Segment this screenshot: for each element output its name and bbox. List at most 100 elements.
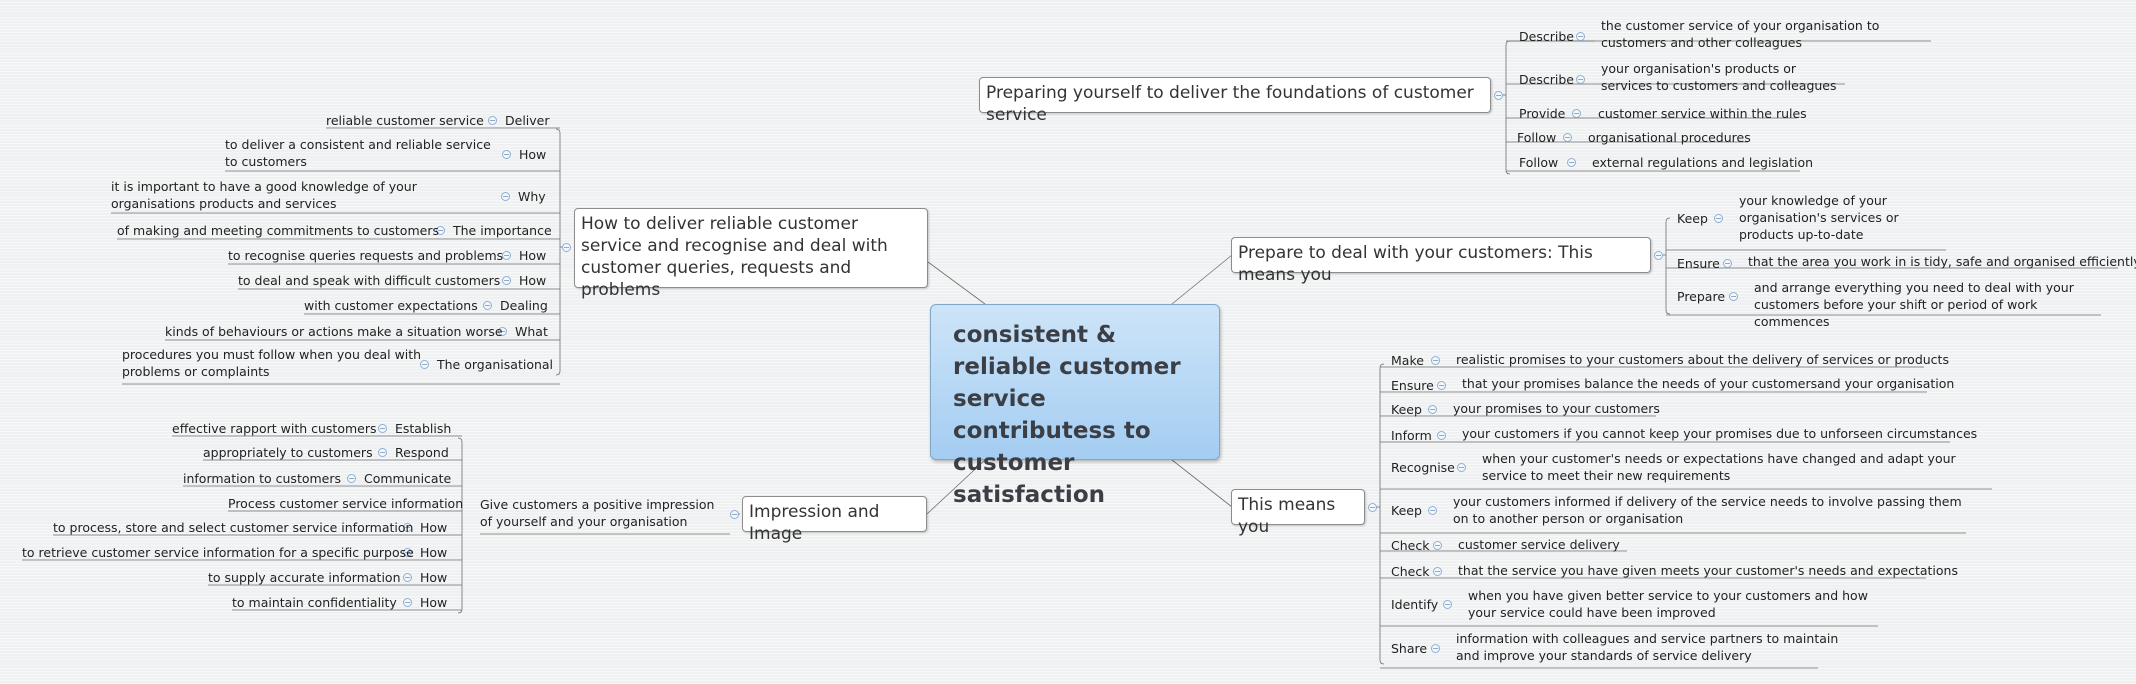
branch-label: Prepare <box>1677 289 1726 304</box>
collapse-toggle-icon[interactable]: − <box>1437 431 1446 440</box>
branch-detail: kinds of behaviours or actions make a si… <box>165 324 503 339</box>
collapse-toggle-icon[interactable]: − <box>730 510 739 519</box>
branch-detail: organisational procedures <box>1588 130 1751 145</box>
branch-detail: that the area you work in is tidy, safe … <box>1748 254 2136 269</box>
branch-detail: with customer expectations <box>304 298 478 313</box>
topic-prepare-to-deal-title: Prepare to deal with your customers: Thi… <box>1238 243 1593 285</box>
branch-label: The importance <box>453 223 552 238</box>
topic-preparing-yourself-title: Preparing yourself to deliver the founda… <box>986 83 1474 125</box>
collapse-toggle-icon[interactable]: − <box>502 251 511 260</box>
branch-detail: reliable customer service <box>326 113 484 128</box>
branch-label: Ensure <box>1677 256 1720 271</box>
collapse-toggle-icon[interactable]: − <box>501 192 510 201</box>
collapse-toggle-icon[interactable]: − <box>403 573 412 582</box>
branch-label: Describe <box>1519 72 1574 87</box>
collapse-toggle-icon[interactable]: − <box>1729 292 1738 301</box>
branch-label: How <box>420 545 448 560</box>
topic-this-means-you-title: This means you <box>1238 495 1336 537</box>
branch-detail: to deal and speak with difficult custome… <box>238 273 501 288</box>
collapse-toggle-icon[interactable]: − <box>378 424 387 433</box>
collapse-toggle-icon[interactable]: − <box>1431 356 1440 365</box>
branch-label: Follow <box>1519 155 1559 170</box>
branch-detail: realistic promises to your customers abo… <box>1456 352 1949 367</box>
central-topic[interactable]: consistent & reliable customer service c… <box>930 304 1220 508</box>
branch-detail: to supply accurate information <box>208 570 401 585</box>
collapse-toggle-icon[interactable]: − <box>1567 158 1576 167</box>
collapse-toggle-icon[interactable]: − <box>436 226 445 235</box>
branch-label: How <box>420 520 448 535</box>
branch-detail: appropriately to customers <box>203 445 373 460</box>
branch-detail: information to customers <box>183 471 342 486</box>
topic-impression-and-image[interactable]: Impression and Image <box>742 496 927 544</box>
connector-line <box>1505 95 1511 175</box>
branch-label: What <box>515 324 548 339</box>
topic-preparing-yourself[interactable]: Preparing yourself to deliver the founda… <box>979 77 1491 125</box>
collapse-toggle-icon[interactable]: − <box>1433 567 1442 576</box>
connector-line <box>926 459 986 515</box>
collapse-toggle-icon[interactable]: − <box>483 301 492 310</box>
connector-line <box>457 534 463 614</box>
collapse-toggle-icon[interactable]: − <box>1723 259 1732 268</box>
collapse-toggle-icon[interactable]: − <box>1714 214 1723 223</box>
central-topic-title: consistent & reliable customer service c… <box>953 322 1181 508</box>
topic-reliable-service-title: How to deliver reliable customer service… <box>581 214 888 300</box>
branch-label: Describe <box>1519 29 1574 44</box>
branch-label: Keep <box>1391 503 1422 518</box>
branch-label: The organisational <box>437 357 554 372</box>
collapse-toggle-icon[interactable]: − <box>347 474 356 483</box>
branch-detail: Process customer service information <box>228 496 464 511</box>
collapse-toggle-icon[interactable]: − <box>1428 405 1437 414</box>
branch-label: Dealing <box>500 298 548 313</box>
branch-label: Check <box>1391 564 1430 579</box>
collapse-toggle-icon[interactable]: − <box>502 276 511 285</box>
connector-line <box>1171 459 1233 508</box>
branch-label: Keep <box>1677 211 1708 226</box>
branch-detail: your organisation's products or services… <box>1601 61 1837 93</box>
branch-label: How <box>420 570 448 585</box>
connector-line <box>1665 217 1671 255</box>
branch-label: Follow <box>1517 130 1557 145</box>
collapse-toggle-icon[interactable]: − <box>1368 503 1377 512</box>
branch-detail: when you have given better service to yo… <box>1468 588 1868 620</box>
collapse-toggle-icon[interactable]: − <box>1433 541 1442 550</box>
connector-line <box>1665 255 1671 315</box>
collapse-toggle-icon[interactable]: − <box>1572 109 1581 118</box>
collapse-toggle-icon[interactable]: − <box>1457 463 1466 472</box>
collapse-toggle-icon[interactable]: − <box>403 548 412 557</box>
topic-reliable-service[interactable]: How to deliver reliable customer service… <box>574 208 928 300</box>
branch-label: How <box>519 248 547 263</box>
branch-label: Provide <box>1519 106 1566 121</box>
collapse-toggle-icon[interactable]: − <box>562 243 571 252</box>
collapse-toggle-icon[interactable]: − <box>403 598 412 607</box>
collapse-toggle-icon[interactable]: − <box>502 150 511 159</box>
connector-line <box>457 437 463 534</box>
collapse-toggle-icon[interactable]: − <box>420 360 429 369</box>
collapse-toggle-icon[interactable]: − <box>1563 133 1572 142</box>
collapse-toggle-icon[interactable]: − <box>488 116 497 125</box>
branch-detail: to deliver a consistent and reliable ser… <box>225 137 491 169</box>
collapse-toggle-icon[interactable]: − <box>1576 75 1585 84</box>
collapse-toggle-icon[interactable]: − <box>1428 506 1437 515</box>
collapse-toggle-icon[interactable]: − <box>498 327 507 336</box>
collapse-toggle-icon[interactable]: − <box>1576 32 1585 41</box>
collapse-toggle-icon[interactable]: − <box>1654 251 1663 260</box>
collapse-toggle-icon[interactable]: − <box>1494 91 1503 100</box>
collapse-toggle-icon[interactable]: − <box>1437 381 1446 390</box>
collapse-toggle-icon[interactable]: − <box>403 523 412 532</box>
branch-label: Identify <box>1391 597 1439 612</box>
branch-detail: customer service delivery <box>1458 537 1620 552</box>
collapse-toggle-icon[interactable]: − <box>1431 644 1440 653</box>
topic-this-means-you[interactable]: This means you <box>1231 489 1365 537</box>
collapse-toggle-icon[interactable]: − <box>378 448 387 457</box>
branch-detail: to recognise queries requests and proble… <box>228 248 504 263</box>
connector-line <box>555 247 561 376</box>
connector-line <box>927 261 986 305</box>
branch-label: Communicate <box>364 471 452 486</box>
branch-label: Inform <box>1391 428 1432 443</box>
topic-prepare-to-deal[interactable]: Prepare to deal with your customers: Thi… <box>1231 237 1651 285</box>
branch-label: Share <box>1391 641 1428 656</box>
branch-label: How <box>519 147 547 162</box>
collapse-toggle-icon[interactable]: − <box>1443 600 1452 609</box>
branch-detail: external regulations and legislation <box>1592 155 1814 170</box>
branch-detail: to retrieve customer service information… <box>22 545 414 560</box>
